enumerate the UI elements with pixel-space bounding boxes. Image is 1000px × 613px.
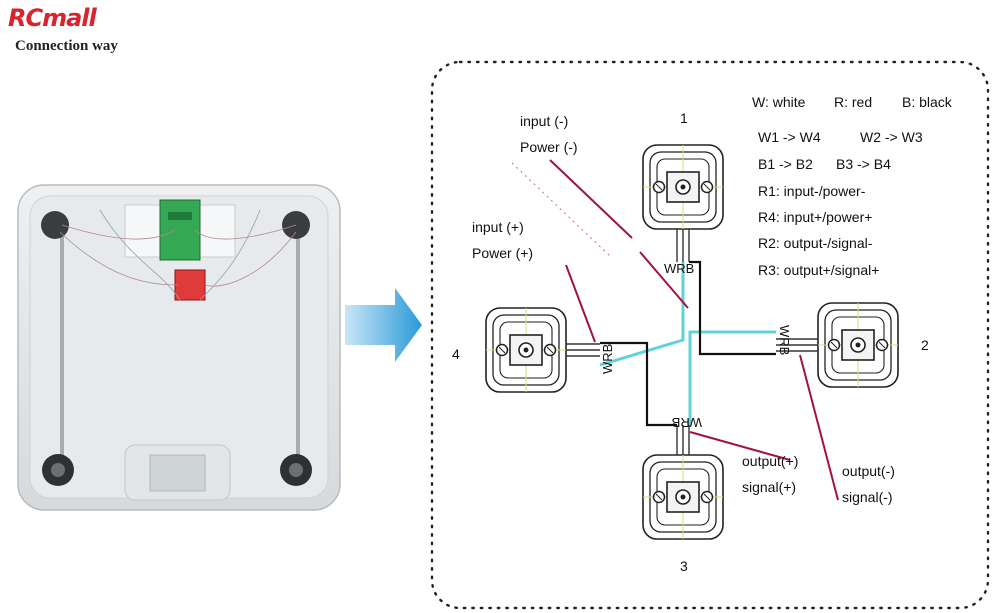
cell-leads — [566, 229, 818, 455]
label-power-neg: Power (-) — [520, 139, 578, 155]
diagram-frame — [430, 60, 990, 610]
label-power-pos: Power (+) — [472, 245, 533, 261]
page-subtitle: Connection way — [15, 38, 118, 54]
legend-line: R4: input+/power+ — [758, 209, 872, 225]
scale-photo — [17, 184, 341, 511]
sensor-number-2: 2 — [921, 337, 929, 353]
label-signal-pos: signal(+) — [742, 479, 796, 495]
label-output-pos: output(+) — [742, 453, 798, 469]
legend-line: B1 -> B2 — [758, 156, 813, 172]
sensor-number-4: 4 — [452, 346, 460, 362]
load-cell-3 — [642, 454, 724, 540]
wrb-label-2: WRB — [777, 325, 792, 355]
sensor-number-1: 1 — [680, 110, 688, 126]
brand-logo: RCmall — [8, 4, 97, 32]
legend-line: R1: input-/power- — [758, 183, 866, 199]
wrb-label-4: WRB — [600, 344, 615, 374]
load-cell-1 — [642, 144, 724, 230]
legend-black: B: black — [902, 94, 953, 110]
sensor-number-3: 3 — [680, 558, 688, 574]
label-output-neg: output(-) — [842, 463, 895, 479]
legend-line: W1 -> W4 — [758, 129, 821, 145]
legend-red: R: red — [834, 94, 872, 110]
wrb-label-1: WRB — [664, 261, 694, 276]
wiring — [511, 159, 839, 501]
legend: W: white R: red B: black W1 -> W4 W2 -> … — [752, 94, 953, 278]
label-input-neg: input (-) — [520, 113, 568, 129]
legend-line: B3 -> B4 — [836, 156, 891, 172]
label-signal-neg: signal(-) — [842, 489, 893, 505]
arrow-right-icon — [345, 288, 422, 362]
label-input-pos: input (+) — [472, 219, 524, 235]
legend-line: R2: output-/signal- — [758, 235, 873, 251]
load-cell-2 — [817, 302, 899, 388]
legend-white: W: white — [752, 94, 806, 110]
legend-line: W2 -> W3 — [860, 129, 923, 145]
legend-line: R3: output+/signal+ — [758, 262, 879, 278]
load-cell-4 — [485, 307, 567, 393]
wrb-label-3: WRB — [672, 415, 702, 430]
